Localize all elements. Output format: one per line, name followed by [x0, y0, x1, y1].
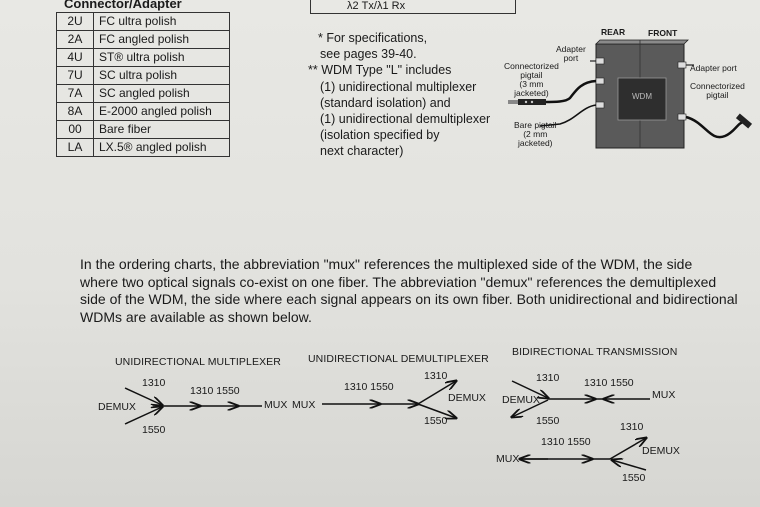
- arrow-1310-in: [124, 387, 162, 405]
- explanation-paragraph: In the ordering charts, the abbreviation…: [80, 256, 760, 326]
- connector-code: 7A: [56, 84, 94, 103]
- connector-description: LX.5® angled polish: [93, 138, 230, 157]
- bidi-a-demux: DEMUX: [502, 394, 540, 406]
- note-line: see pages 39-40.: [320, 47, 417, 62]
- connector-left-tip: [508, 100, 518, 104]
- arrow-1550-in: [124, 407, 162, 425]
- note-line: ** WDM Type "L" includes: [308, 63, 452, 78]
- bidi-b-mux: MUX: [496, 453, 520, 465]
- connector-description: FC angled polish: [93, 30, 230, 49]
- bidi-b-1550: 1550: [622, 472, 646, 484]
- note-line: (1) unidirectional demultiplexer: [320, 112, 491, 127]
- uni-mux-title: UNIDIRECTIONAL MULTIPLEXER: [115, 356, 281, 368]
- wavelength-text: λ2 Tx/λ1 Rx: [347, 0, 406, 12]
- uni-mux-mux: MUX: [264, 399, 288, 411]
- uni-demux-1310: 1310: [424, 370, 448, 382]
- uni-mux-1550: 1550: [142, 424, 166, 436]
- uni-mux-1310: 1310: [142, 377, 166, 389]
- bidi-title: BIDIRECTIONAL TRANSMISSION: [512, 346, 678, 358]
- bidi-a-1550: 1550: [536, 415, 560, 427]
- uni-demux-title: UNIDIRECTIONAL DEMULTIPLEXER: [308, 353, 489, 365]
- bidi-a-1310: 1310: [536, 372, 560, 384]
- connectorized-pigtail-label: Connectorized pigtail (3 mm jacketed): [504, 61, 559, 98]
- fiber-left: [543, 79, 597, 104]
- connector-description: SC ultra polish: [93, 66, 230, 85]
- uni-demux-mux: MUX: [292, 399, 316, 411]
- arrow-bidi-b-1550-in: [612, 460, 647, 471]
- front-label: FRONT: [648, 28, 678, 38]
- note-line: (1) unidirectional multiplexer: [320, 79, 477, 94]
- uni-demux-demux: DEMUX: [448, 392, 486, 404]
- note-line: * For specifications,: [318, 31, 428, 45]
- bare-pigtail-label: Bare pigtail (2 mm jacketed): [514, 120, 557, 148]
- note-line: (isolation specified by: [320, 128, 440, 143]
- arrow-1310-out: [417, 381, 456, 405]
- bidi-a-mux: MUX: [652, 389, 676, 401]
- fiber-right: [685, 115, 745, 139]
- paragraph-line: side of the WDM, the side where each sig…: [80, 291, 738, 307]
- note-line: next character): [320, 144, 404, 159]
- fiber-bare: [539, 104, 597, 127]
- connector-description: E-2000 angled polish: [93, 102, 230, 121]
- paragraph-line: WDMs are available as shown below.: [80, 308, 312, 325]
- connector-right: [735, 113, 753, 129]
- connector-description: SC angled polish: [93, 84, 230, 103]
- adapter-port-label: Adapter port: [556, 44, 586, 63]
- module-top: [595, 39, 689, 45]
- bidi-a-mid: 1310 1550: [584, 377, 634, 389]
- uni-demux-mid: 1310 1550: [344, 381, 394, 393]
- connector-code: LA: [56, 138, 94, 157]
- adapter-port-right-label: Adapter port: [690, 63, 737, 73]
- arrow-bidi-1550-out: [512, 399, 549, 417]
- connector-code: 00: [56, 120, 94, 139]
- arrow-bidi-1310-in: [511, 380, 548, 398]
- connector-description: FC ultra polish: [93, 12, 230, 31]
- wavelength-box: λ2 Tx/λ1 Rx: [310, 0, 516, 14]
- connector-table-title: Connector/Adapter: [64, 0, 182, 11]
- arrow-bidi-b-1310-out: [609, 438, 646, 460]
- uni-mux-demux: DEMUX: [98, 401, 136, 413]
- arrow-1550-out: [417, 403, 456, 418]
- uni-mux-mid: 1310 1550: [190, 385, 240, 397]
- note-line: (standard isolation) and: [320, 95, 451, 110]
- bidi-b-1310: 1310: [620, 421, 644, 433]
- connector-code: 4U: [56, 48, 94, 67]
- bidi-b-demux: DEMUX: [642, 445, 680, 457]
- rear-label: REAR: [601, 27, 626, 37]
- uni-demux-1550: 1550: [424, 415, 448, 427]
- connectorized-pigtail-right-label: Connectorized pigtail: [690, 81, 745, 100]
- wdm-module-drawing: [508, 39, 753, 149]
- wdm-chip: [617, 77, 667, 121]
- wdm-module-illustration: REAR FRONT Adapter port Connectorized pi…: [500, 22, 760, 167]
- wdm-label: WDM: [632, 92, 652, 101]
- paragraph-line: where two optical signals co-exist on on…: [80, 273, 717, 290]
- bidi-b-mid: 1310 1550: [541, 436, 591, 448]
- spec-notes: * For specifications, see pages 39-40. *…: [308, 30, 490, 160]
- paragraph-line: In the ordering charts, the abbreviation…: [80, 256, 693, 272]
